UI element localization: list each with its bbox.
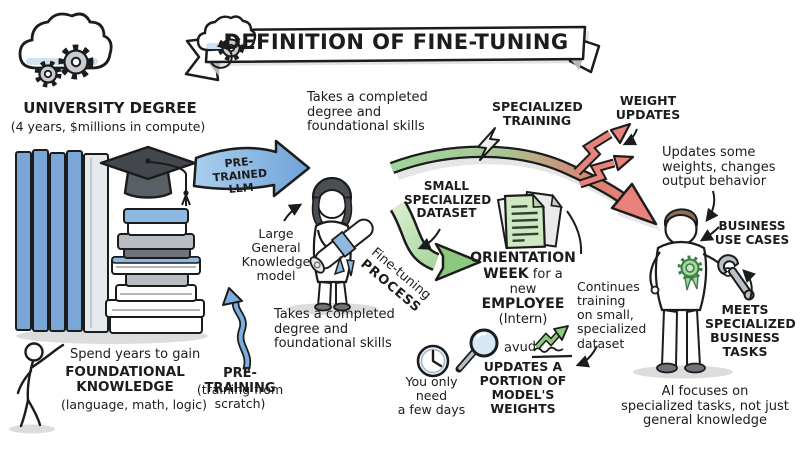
trend-chart-icon: [531, 325, 573, 359]
specialized-training-label: SPECIALIZED TRAINING: [492, 99, 583, 129]
stick-figure: [16, 342, 65, 428]
banner-cloud-gear-icon: [196, 15, 257, 69]
clock-icon: [416, 344, 450, 378]
orientation-week-label: ORIENTATION WEEK for a new EMPLOYEE (Int…: [470, 250, 576, 328]
banner-title: DEFINITION OF FINE-TUNING: [223, 30, 569, 54]
ai-focus-label: AI focuses on specialized tasks, not jus…: [621, 384, 789, 429]
pretrained-llm-label: PRE-TRAINED LLM: [212, 154, 268, 197]
large-model-label: Large General Knowledge model: [241, 226, 311, 284]
documents-icon: [496, 190, 564, 250]
weight-update-arrows: [573, 122, 635, 189]
business-use-cases-label: BUSINESS USE CASES: [714, 219, 790, 247]
small-dataset-label: SMALL SPECIALIZED DATASET: [404, 179, 492, 221]
foundational-knowledge-label: FOUNDATIONAL KNOWLEDGE: [65, 364, 185, 396]
finetuning-process-arrow: [389, 201, 482, 282]
magnifier-icon: [455, 328, 499, 373]
updates-portion-label: UPDATES A PORTION OF MODEL'S WEIGHTS: [479, 359, 567, 417]
graduate-person: [309, 176, 374, 312]
takes-degree-top: Takes a completed degree and foundationa…: [307, 90, 428, 135]
pretraining-label: PRE-TRAINING: [204, 366, 276, 396]
pretrained-llm-arrow: [192, 139, 311, 198]
university-degree-heading: UNIVERSITY DEGREE: [23, 99, 197, 117]
you-need-label: You only need a few days: [397, 374, 466, 418]
spend-years-label: Spend years to gain: [70, 347, 201, 362]
takes-degree-bottom: Takes a completed degree and foundationa…: [274, 307, 395, 352]
meets-specialized-label: MEETS SPECIALIZED BUSINESS TASKS: [705, 302, 796, 360]
connector-arrows: [283, 128, 756, 368]
tall-books-icon: [15, 149, 109, 333]
employee-person: [649, 208, 755, 374]
book-stack-icon: [105, 208, 205, 334]
cloud-gears-icon: [18, 12, 113, 88]
scribble-label: avud: [503, 339, 537, 356]
graduation-cap-icon: [99, 145, 197, 206]
continues-training-label: Continues training on small, specialized…: [577, 279, 647, 351]
pretraining-sub: (training from scratch): [196, 382, 284, 412]
weight-updates-label: WEIGHT UPDATES: [615, 93, 681, 123]
university-degree-sub: (4 years, $millions in compute): [10, 119, 206, 134]
title-banner-ribbon: [184, 25, 601, 82]
updates-some-weights-label: Updates some weights, changes output beh…: [662, 145, 776, 190]
foundational-sub: (language, math, logic): [61, 397, 207, 412]
pretraining-arrow: [222, 287, 252, 372]
lightning-bolt-icon: [477, 127, 500, 161]
specialized-training-band-arrow: [389, 145, 658, 226]
